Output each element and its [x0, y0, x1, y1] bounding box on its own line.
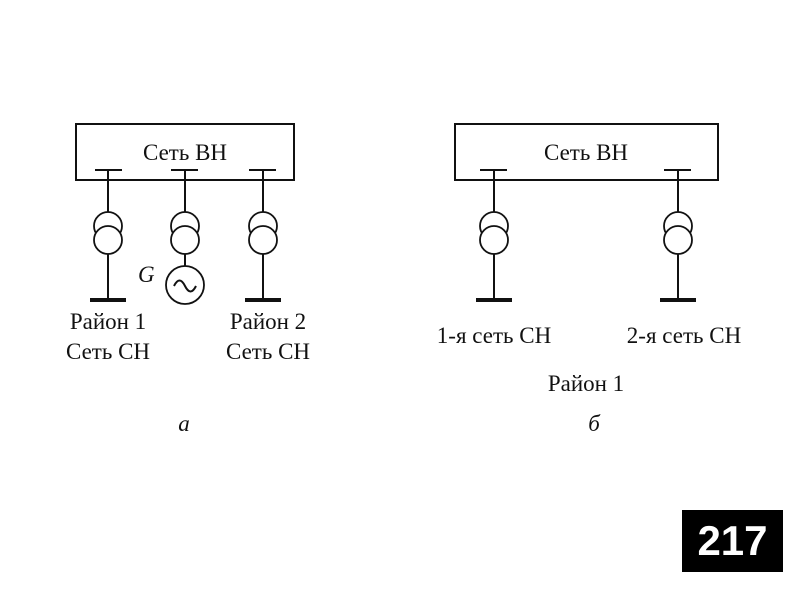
- transformer-icon: [248, 211, 278, 255]
- caption-a: а: [178, 411, 190, 436]
- transformer-icon: [93, 211, 123, 255]
- mv-network-1-label: 1-я сеть СН: [437, 323, 551, 348]
- diagram-a: Сеть ВН G: [66, 123, 310, 436]
- caption-b: б: [588, 411, 601, 436]
- area2-label: Район 2: [230, 309, 306, 334]
- feeder-b1: [476, 169, 512, 302]
- transformer-icon: [170, 211, 200, 255]
- hv-network-box-b: [454, 123, 719, 181]
- generator-icon: [165, 265, 205, 305]
- area-label-b: Район 1: [548, 371, 624, 396]
- feeder-a-generator: G: [138, 169, 205, 305]
- area1-label: Район 1: [70, 309, 146, 334]
- page-number-badge: 217: [682, 510, 783, 572]
- generator-label: G: [138, 262, 155, 287]
- area1-network-label: Сеть СН: [66, 339, 150, 364]
- diagram-b: Сеть ВН 1-я сеть СН 2-я сеть СН Рай: [437, 123, 741, 436]
- area2-network-label: Сеть СН: [226, 339, 310, 364]
- feeder-b2: [660, 169, 696, 302]
- transformer-icon: [479, 211, 509, 255]
- feeder-a3: [245, 169, 281, 302]
- hv-network-label-a: Сеть ВН: [143, 140, 227, 165]
- feeder-a1: [90, 169, 126, 302]
- mv-network-2-label: 2-я сеть СН: [627, 323, 741, 348]
- hv-network-label-b: Сеть ВН: [544, 140, 628, 165]
- transformer-icon: [663, 211, 693, 255]
